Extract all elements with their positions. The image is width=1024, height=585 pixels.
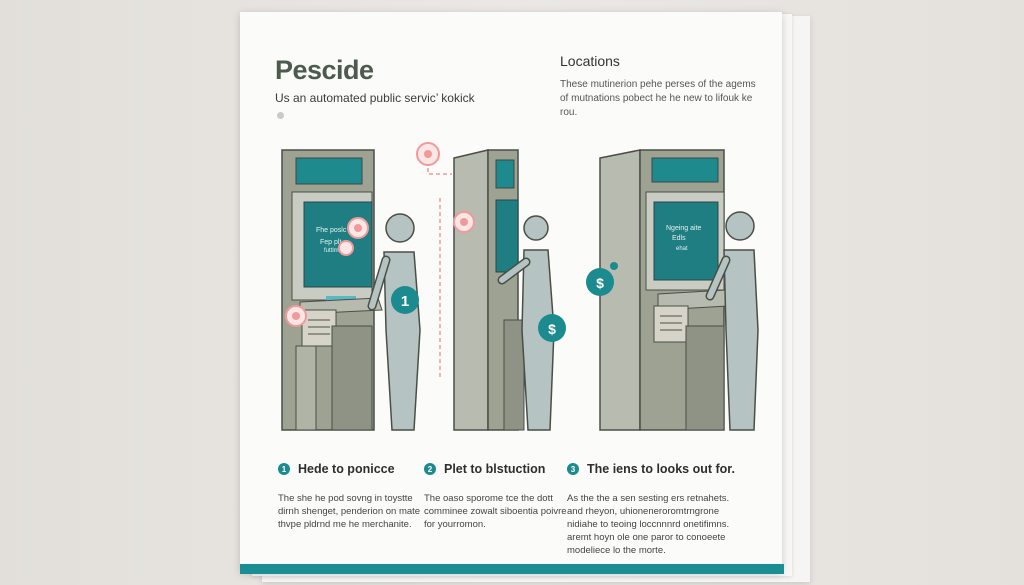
step-1-heading: Hede to ponicce bbox=[298, 462, 395, 476]
step-3-body: As the the a sen sesting ers retnahets. … bbox=[567, 493, 730, 556]
kiosk-1-screen-line-2: Fep plt bbox=[320, 239, 341, 246]
step-2-number: 2 bbox=[424, 463, 436, 475]
kiosk-3-screen-line-2: Edls bbox=[672, 235, 686, 242]
step-1-number: 1 bbox=[278, 463, 290, 475]
poster-title: Pescide bbox=[275, 55, 374, 85]
kiosk-3-screen-line-3: ehat bbox=[676, 246, 688, 252]
poster-bottom-band bbox=[240, 564, 784, 574]
badge-2-label: $ bbox=[548, 321, 556, 337]
kiosk-2: $ bbox=[416, 142, 566, 431]
step-3-number: 3 bbox=[567, 463, 579, 475]
badge-3-label: $ bbox=[596, 275, 604, 291]
locations-text: These mutinerion pehe perses of the agem… bbox=[560, 79, 756, 118]
badge-1-label: 1 bbox=[401, 293, 409, 310]
kiosk-1-screen-line-3: futtlm bbox=[324, 248, 339, 254]
kiosk-3: Ngeing aite Edls ehat $ bbox=[586, 149, 759, 431]
kiosk-1-screen-line-1: Fhe poslc bbox=[316, 227, 347, 234]
bullet-dot bbox=[277, 112, 284, 119]
kiosk-3-screen-line-1: Ngeing aite bbox=[666, 225, 702, 232]
kiosk-illustration: Fhe poslc Fep plt futtlm 1 $ bbox=[281, 142, 759, 431]
poster-subtitle: Us an automated public servic’ kokick bbox=[275, 91, 475, 105]
step-2-heading: Plet to blstuction bbox=[444, 462, 546, 476]
step-2-body: The oaso sporome tce the dott comminee z… bbox=[424, 493, 567, 530]
step-2: 2 Plet to blstuction The oaso sporome tc… bbox=[424, 462, 574, 531]
step-1: 1 Hede to ponicce The she he pod sovng i… bbox=[278, 462, 428, 531]
step-3-heading: The iens to looks out for. bbox=[587, 462, 735, 476]
locations-heading: Locations bbox=[560, 53, 620, 69]
kiosk-1: Fhe poslc Fep plt futtlm 1 bbox=[281, 149, 421, 431]
step-1-body: The she he pod sovng in toystte dirnh sh… bbox=[278, 493, 421, 530]
step-3: 3 The iens to looks out for. As the the … bbox=[567, 462, 747, 557]
